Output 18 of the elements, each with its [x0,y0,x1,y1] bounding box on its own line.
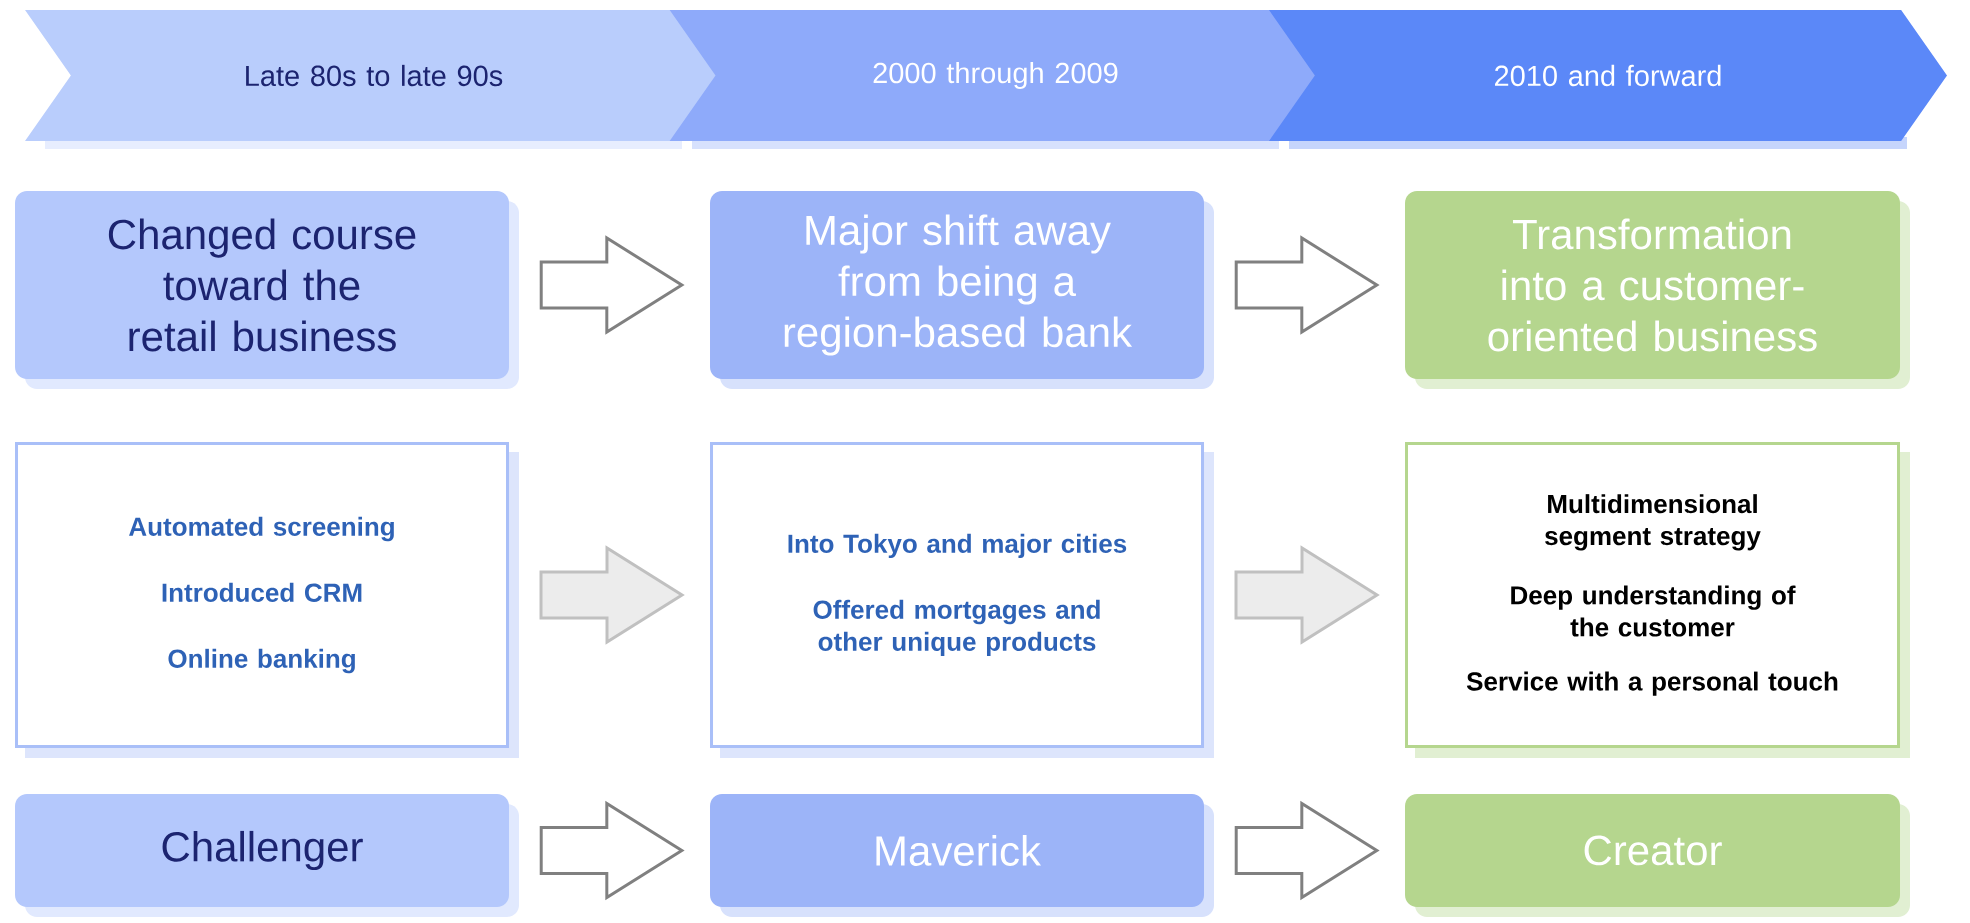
period-header: 2010 and forward [1269,10,1947,149]
block-arrow [1234,800,1380,901]
period-header: 2000 through 2009 [669,10,1322,149]
detail-box: Multidimensional segment strategy Deep understanding of the customer Service with a personal touch [1405,442,1910,758]
block-arrow [1234,545,1380,645]
role-box: Maverick [710,794,1214,917]
stage-box: Transformation into a customer-oriented business [1405,191,1910,389]
block-arrow [539,235,685,335]
stage-box: Major shift away from being a region-based bank [710,191,1214,389]
detail-box: Into Tokyo and major cities Offered mortgages and other unique products [710,442,1214,758]
period-header: Late 80s to late 90s [25,10,722,149]
role-box: Challenger [15,794,519,917]
detail-box: Automated screening Introduced CRM Online banking [15,442,519,758]
block-arrow [539,545,685,645]
stage-box: Changed course toward the retail business [15,191,519,389]
block-arrow [1234,235,1380,335]
role-box: Creator [1405,794,1910,917]
block-arrow [539,800,685,901]
